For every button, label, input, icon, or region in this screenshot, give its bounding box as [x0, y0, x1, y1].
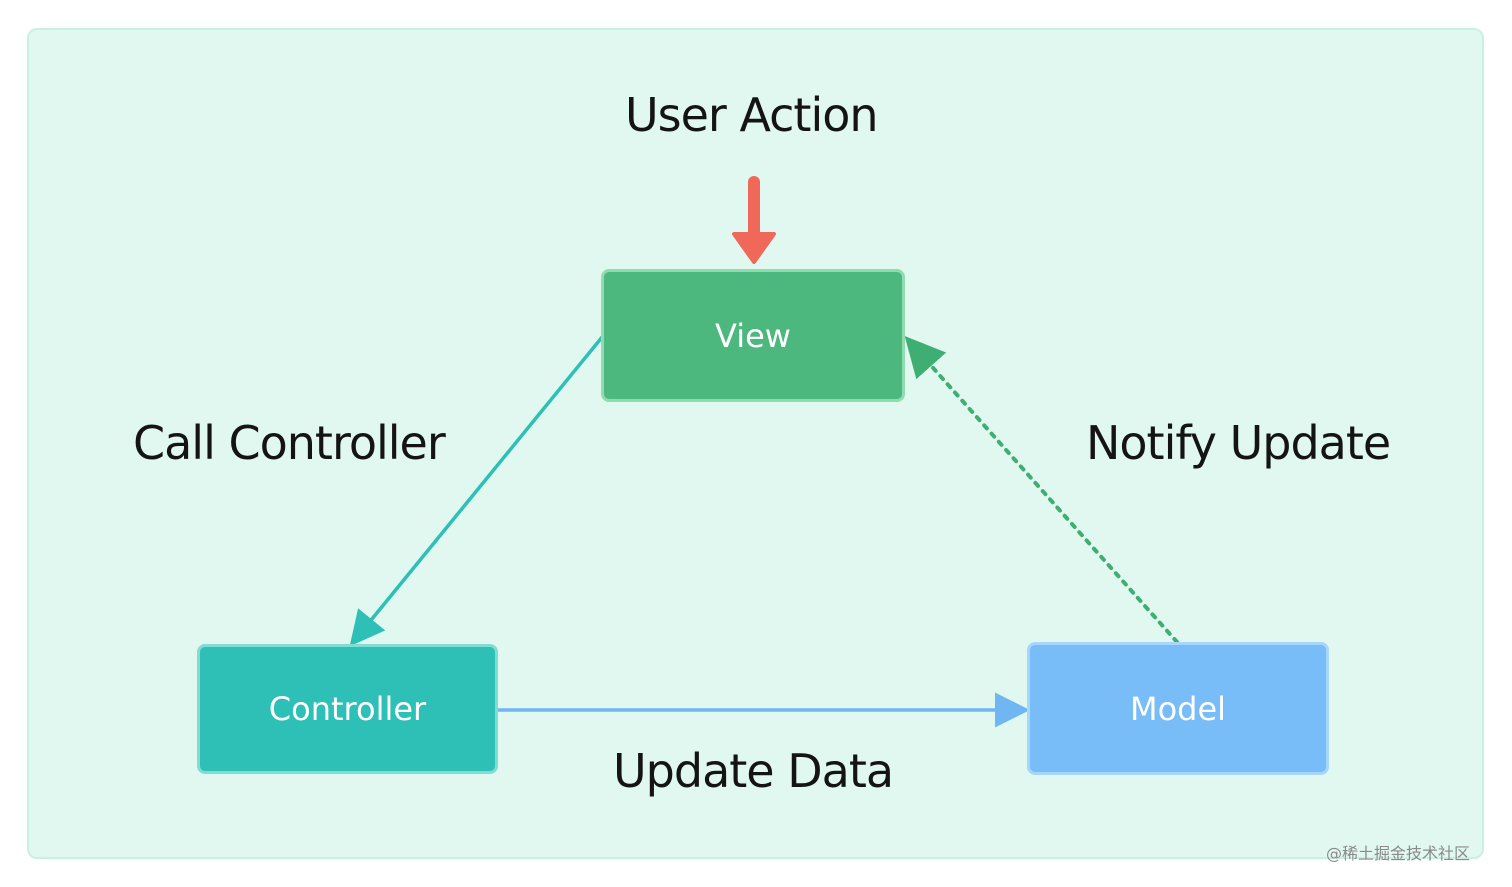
user-action-label: User Action: [625, 88, 879, 142]
model-node[interactable]: Model: [1027, 642, 1329, 775]
model-node-label: Model: [1129, 689, 1227, 728]
view-node-label: View: [715, 316, 791, 355]
user-action-arrow: [732, 176, 776, 264]
view-node[interactable]: View: [601, 269, 905, 402]
update-data-label: Update Data: [613, 744, 894, 798]
call-controller-label: Call Controller: [133, 416, 446, 470]
watermark: @稀土掘金技术社区: [1326, 844, 1471, 863]
controller-node[interactable]: Controller: [197, 644, 498, 774]
controller-node-label: Controller: [268, 690, 427, 728]
notify-update-edge: [904, 336, 1179, 644]
notify-update-label: Notify Update: [1086, 416, 1391, 470]
call-controller-edge: [349, 334, 605, 647]
